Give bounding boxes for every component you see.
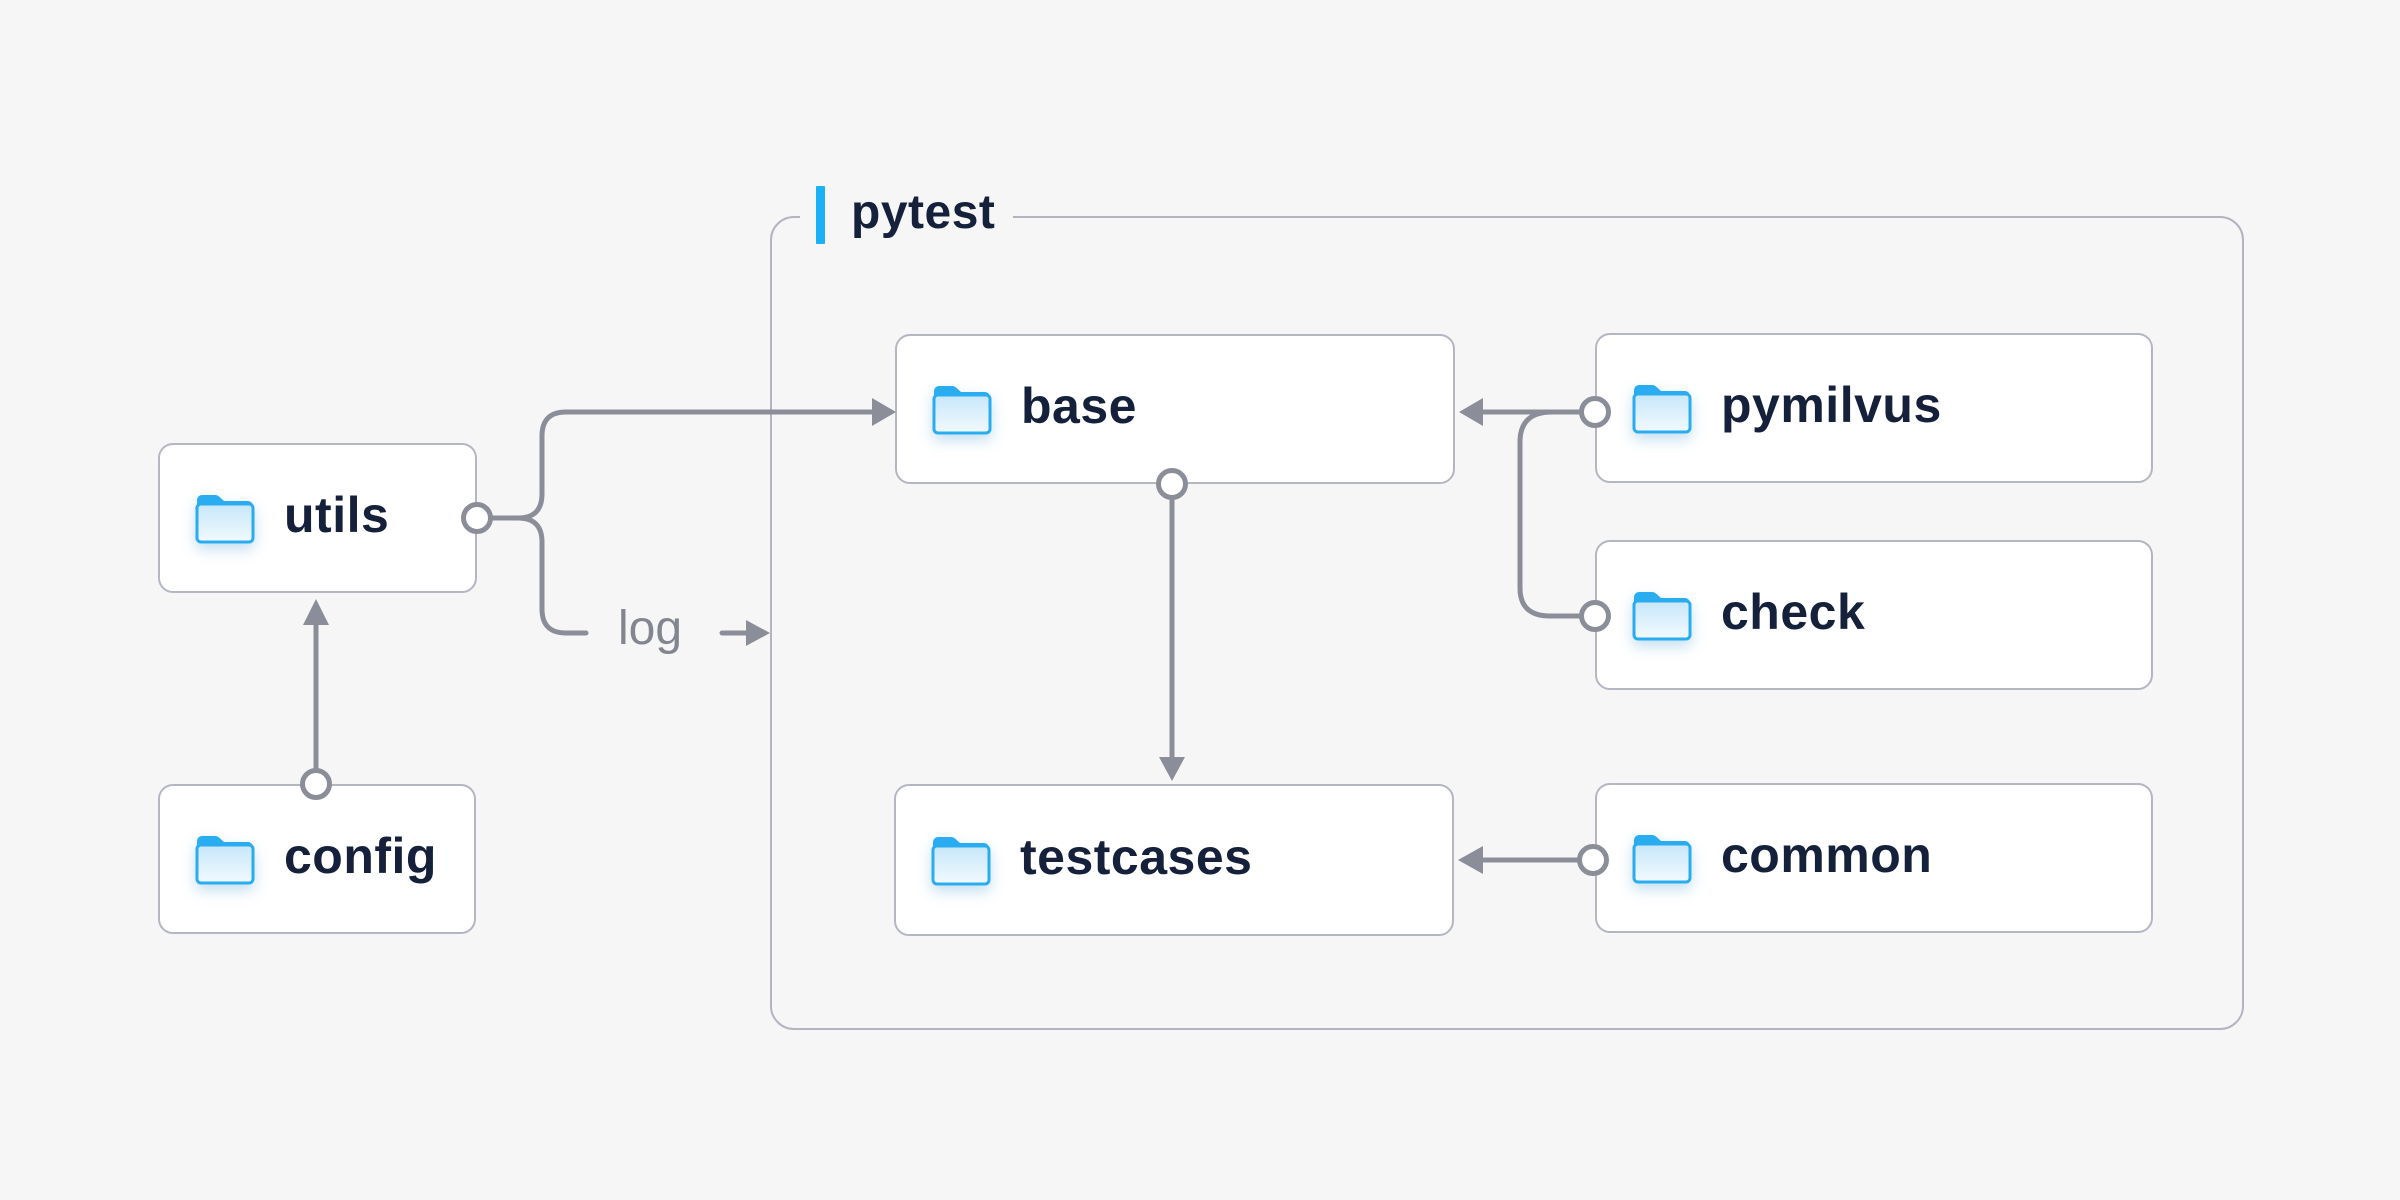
- accent-bar: [816, 186, 825, 244]
- pytest-group-label: pytest: [800, 182, 1014, 248]
- node-check-label: check: [1721, 584, 1866, 640]
- node-base-label: base: [1021, 378, 1137, 434]
- node-pymilvus: pymilvus: [1595, 333, 2153, 483]
- node-common: common: [1595, 783, 2153, 933]
- node-check: check: [1595, 540, 2153, 690]
- folder-icon: [931, 837, 991, 886]
- node-common-label: common: [1721, 827, 1933, 883]
- folder-icon: [932, 385, 992, 435]
- node-utils-label: utils: [284, 487, 390, 543]
- edge-utils-log: [488, 515, 589, 636]
- folder-icon: [195, 494, 255, 544]
- folder-icon: [1632, 835, 1692, 884]
- folder-icon: [1632, 384, 1692, 434]
- folder-icon: [1632, 592, 1692, 641]
- node-config: config: [158, 784, 476, 934]
- pytest-group-container: [770, 216, 2244, 1030]
- node-utils: utils: [158, 443, 477, 593]
- node-testcases: testcases: [894, 784, 1454, 936]
- node-testcases-label: testcases: [1020, 829, 1253, 885]
- node-base: base: [895, 334, 1455, 484]
- log-annotation: log: [617, 602, 683, 655]
- folder-icon: [195, 836, 255, 885]
- edge-log-container: [719, 620, 770, 646]
- node-config-label: config: [284, 828, 437, 884]
- edge-config-utils: [303, 599, 329, 773]
- pytest-group-title: pytest: [851, 186, 996, 239]
- node-pymilvus-label: pymilvus: [1721, 377, 1942, 433]
